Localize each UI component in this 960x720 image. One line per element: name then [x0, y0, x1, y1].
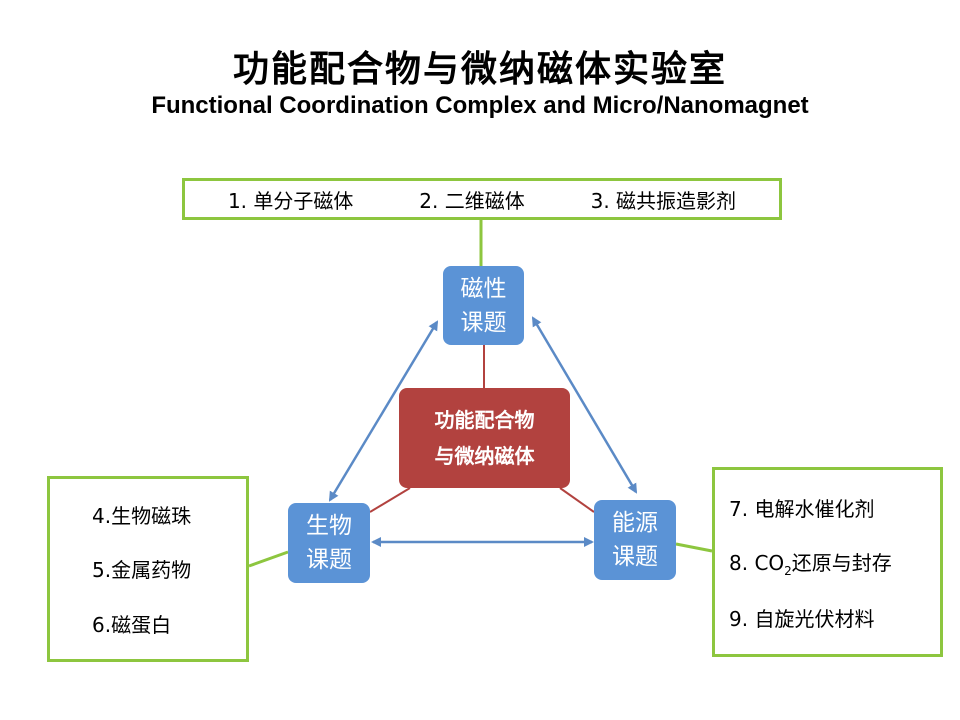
energy-item-8: 8. CO2还原与封存 [729, 547, 940, 578]
energy-item-8-prefix: 8. CO [729, 550, 785, 575]
center-to-energy-line [559, 487, 595, 513]
energy-item-9: 9. 自旋光伏材料 [729, 606, 875, 631]
magnetic-topic-line-1: 磁性 [460, 275, 507, 302]
magnetic-item-2: 2. 二维磁体 [419, 188, 525, 213]
biological-items-box: 4.生物磁珠 5.金属药物 6.磁蛋白 [47, 476, 249, 662]
magnetic-topic-box: 磁性 课题 [443, 266, 524, 345]
biological-item-5: 5.金属药物 [92, 558, 192, 583]
magnetic-item-3: 3. 磁共振造影剂 [590, 188, 737, 213]
magnetic-energy-arrow [531, 316, 638, 494]
magnetic-items-box: 1. 单分子磁体 2. 二维磁体 3. 磁共振造影剂 [182, 178, 782, 220]
center-topic-box: 功能配合物 与微纳磁体 [399, 388, 570, 488]
left-box-connector [248, 550, 289, 568]
energy-item-8-subscript: 2 [784, 563, 792, 578]
right-box-connector [675, 542, 713, 553]
center-line-1: 功能配合物 [434, 408, 535, 432]
center-line-2: 与微纳磁体 [434, 444, 535, 468]
biological-topic-line-2: 课题 [306, 547, 352, 573]
energy-topic-box: 能源 课题 [594, 500, 676, 580]
magnetic-item-1: 1. 单分子磁体 [227, 188, 354, 213]
biological-topic-line-1: 生物 [306, 513, 352, 539]
magnetic-biological-arrow [328, 320, 439, 502]
title-english: Functional Coordination Complex and Micr… [151, 92, 809, 119]
magnetic-topic-line-2: 课题 [460, 309, 507, 336]
energy-topic-line-2: 课题 [612, 544, 658, 570]
energy-item-7: 7. 电解水催化剂 [729, 496, 875, 521]
center-to-biological-line [369, 487, 411, 513]
biological-item-6: 6.磁蛋白 [92, 613, 172, 638]
biological-topic-box: 生物 课题 [288, 503, 370, 583]
title-chinese: 功能配合物与微纳磁体实验室 [232, 48, 727, 90]
energy-item-8-suffix: 还原与封存 [791, 550, 892, 575]
energy-items-box: 7. 电解水催化剂 8. CO2还原与封存 9. 自旋光伏材料 [712, 467, 943, 657]
energy-topic-line-1: 能源 [612, 510, 658, 536]
biological-item-4: 4.生物磁珠 [92, 503, 192, 528]
